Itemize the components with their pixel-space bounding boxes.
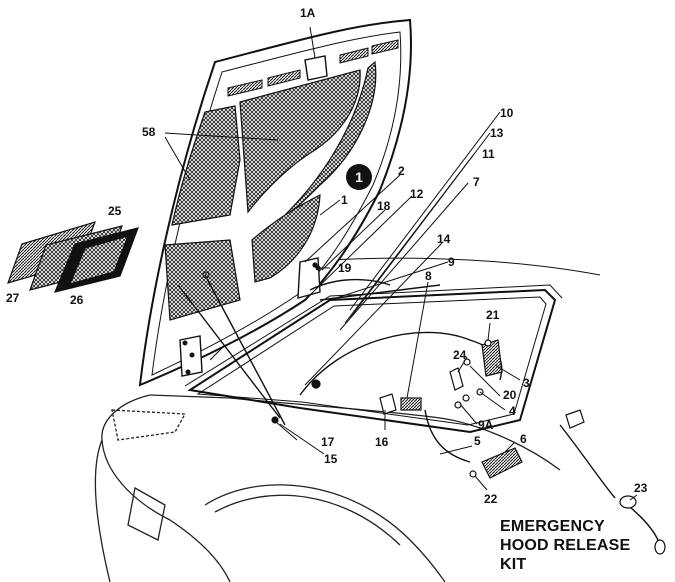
part-label-12: 12	[410, 187, 424, 201]
part-label-22: 22	[484, 492, 498, 506]
part-label-14: 14	[437, 232, 451, 246]
part-label-25: 25	[108, 204, 122, 218]
part-label-16: 16	[375, 435, 389, 449]
hood-panel	[138, 18, 412, 387]
mesh-panel	[164, 239, 241, 321]
part-label-27: 27	[6, 291, 20, 305]
kit-caption-line: HOOD RELEASE	[500, 537, 631, 554]
callout-badge: 1	[346, 164, 372, 190]
part-label-26: 26	[70, 293, 84, 307]
part-label-10: 10	[500, 106, 514, 120]
part-label-1: 1	[341, 193, 348, 207]
part-label-24: 24	[453, 348, 467, 362]
mesh-panel	[171, 105, 241, 226]
part-label-2: 2	[398, 164, 405, 178]
part-label-19: 19	[338, 261, 352, 275]
leader-lines	[164, 26, 638, 501]
part-label-9: 9	[448, 255, 455, 269]
kit-caption-line: KIT	[500, 556, 527, 573]
part-label-58: 58	[142, 125, 156, 139]
insulation-pads	[7, 221, 139, 293]
kit-caption-line: EMERGENCY	[500, 518, 605, 535]
part-label-13: 13	[490, 126, 504, 140]
part-label-21: 21	[486, 308, 500, 322]
part-label-17: 17	[321, 435, 335, 449]
part-label-4: 4	[509, 404, 516, 418]
emergency-hood-release-kit-caption: EMERGENCY HOOD RELEASE KIT	[500, 517, 630, 574]
part-label-1a: 1A	[300, 6, 316, 20]
mesh-panel	[251, 193, 321, 283]
part-label-15: 15	[324, 452, 338, 466]
part-label-9a: 9A	[478, 418, 494, 432]
part-label-6: 6	[520, 432, 527, 446]
part-label-11: 11	[482, 147, 495, 161]
mesh-panel	[239, 69, 361, 214]
car-body	[94, 394, 561, 582]
part-label-18: 18	[377, 199, 391, 213]
part-label-23: 23	[634, 481, 648, 495]
small-parts	[271, 262, 666, 555]
part-label-3: 3	[523, 376, 530, 390]
part-label-20: 20	[503, 388, 517, 402]
part-label-8: 8	[425, 269, 432, 283]
part-label-7: 7	[473, 175, 480, 189]
part-label-5: 5	[474, 434, 481, 448]
